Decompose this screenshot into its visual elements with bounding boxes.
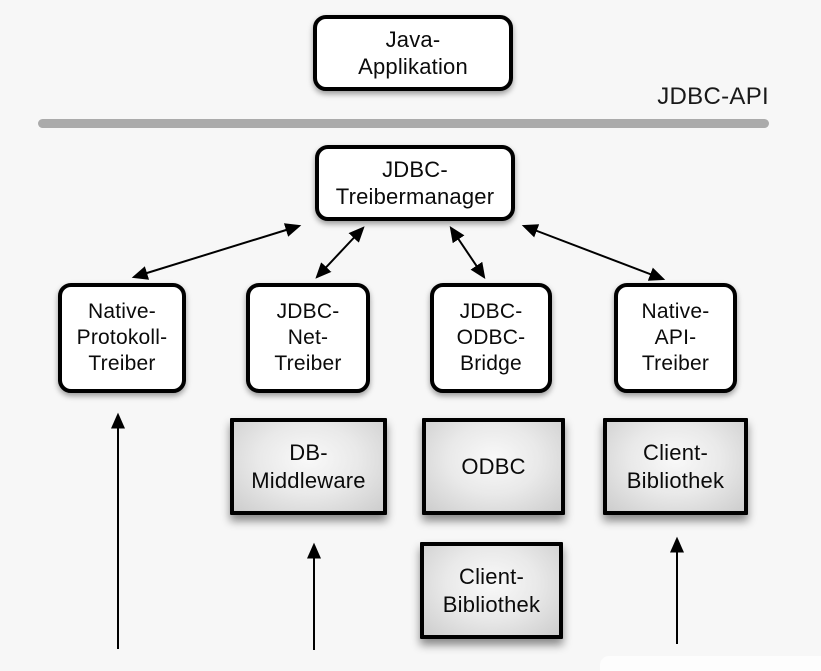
node-native-protokoll-treiber: Native- Protokoll- Treiber	[58, 283, 186, 393]
node-java-applikation: Java- Applikation	[313, 15, 513, 91]
jdbc-api-label: JDBC-API	[657, 83, 769, 110]
node-jdbc-odbc-bridge: JDBC- ODBC- Bridge	[430, 283, 552, 393]
jdbc-api-divider-line	[38, 119, 769, 128]
node-client-bibliothek-native: Client- Bibliothek	[603, 418, 748, 515]
node-db-middleware: DB- Middleware	[230, 418, 387, 515]
node-native-api-treiber: Native- API- Treiber	[614, 283, 737, 393]
node-client-bibliothek-odbc: Client- Bibliothek	[420, 542, 563, 639]
arrow-treibermanager-jdbc-odbc	[449, 226, 486, 279]
arrow-treibermanager-native-api	[521, 224, 666, 281]
node-jdbc-treibermanager: JDBC- Treibermanager	[315, 145, 515, 221]
arrow-treibermanager-jdbc-net	[315, 226, 365, 279]
node-odbc: ODBC	[422, 418, 565, 515]
partial-box-bottom-right	[600, 656, 821, 671]
node-jdbc-net-treiber: JDBC- Net- Treiber	[246, 283, 370, 393]
arrow-treibermanager-native-protokoll	[131, 223, 302, 280]
